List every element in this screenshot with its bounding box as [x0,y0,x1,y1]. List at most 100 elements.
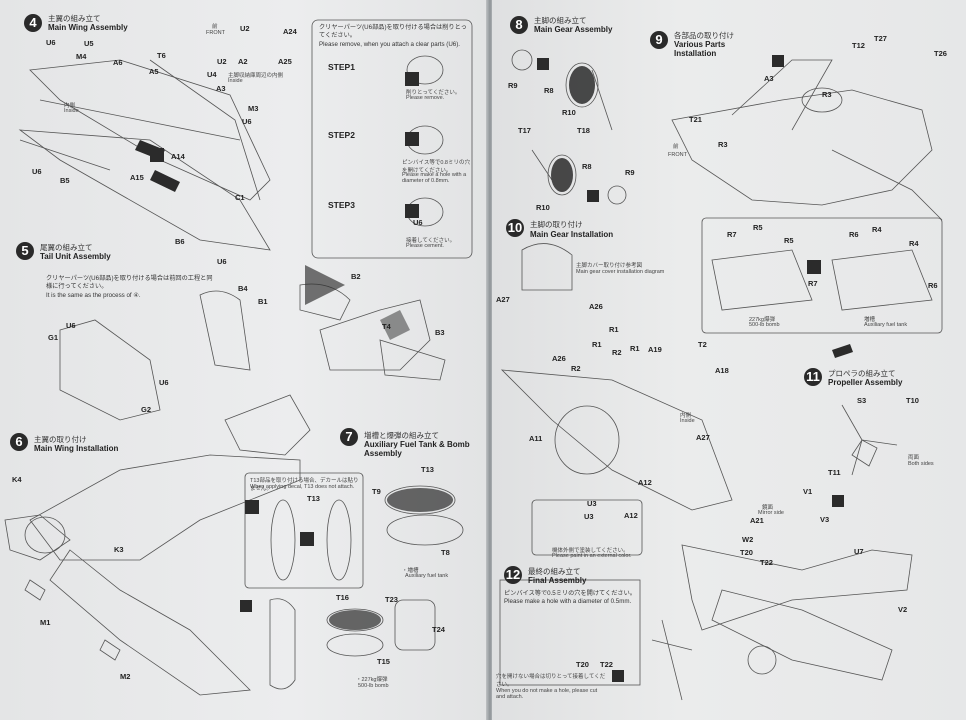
t13-note-jp: T13部品を取り付ける場合、デカールは貼りません。 [250,478,359,492]
part-label: A12 [624,511,638,520]
inside-label-jp: 内側 [680,413,692,419]
part-label: R7 [808,279,818,288]
part-label: M1 [40,618,51,627]
part-label: U4 [207,70,217,79]
part-label: T10 [906,396,919,405]
part-label: B5 [60,176,70,185]
part-label: A19 [648,345,662,354]
clear-step-3: STEP3 [328,200,355,210]
step-6-title-jp: 主翼の取り付け [34,435,87,444]
part-label: A14 [171,152,185,161]
part-label: B1 [258,297,268,306]
tank-label-jp: ・増槽 [402,568,419,574]
step-12-title-en: Final Assembly [528,576,587,585]
step-6-number: 6 [10,433,28,451]
part-label: R8 [544,86,554,95]
part-label: R2 [612,348,622,357]
gear-bay-note-en: Inside [228,78,243,84]
mirror-side-en: Mirror side [758,510,784,516]
clear-step-2-jp: ピンバイス等で0.8ミリの穴を開けてください。 [402,160,470,174]
part-label: T11 [828,468,841,477]
part-label: T4 [382,322,391,331]
part-label: R10 [536,203,550,212]
inside-label-en: Inside [680,418,695,424]
part-label: T24 [432,625,445,634]
step-6-title-en: Main Wing Installation [34,444,119,453]
gear-cover-ref-en: Main gear cover installation diagram [576,269,665,275]
mirror-side-jp: 鏡面 [762,505,774,511]
part-label: G2 [141,405,152,414]
step-8-title-en: Main Gear Assembly [534,25,613,34]
bomb-label-en: 500-lb bomb [749,322,780,328]
part-label: U3 [584,512,594,521]
part-label: A5 [149,67,159,76]
step-8-number: 8 [510,16,528,34]
part-label: M3 [248,104,259,113]
front-label-en: FRONT [206,30,225,36]
part-label: A12 [638,478,652,487]
gear-bay-note-jp: 主脚収納庫周辺の内側 [228,73,284,79]
part-label: R1 [630,344,640,353]
part-label: T15 [377,657,390,666]
part-label: B2 [351,272,361,281]
part-label: R9 [508,81,518,90]
part-label: R3 [822,90,832,99]
step-4-title-jp: 主翼の組み立て [48,14,101,23]
part-label: T17 [518,126,531,135]
page-fold [486,0,494,720]
step-11-title-jp: プロペラの組み立て [828,369,896,378]
tank-label-en: Auxiliary fuel tank [864,322,908,328]
step-5-title-en: Tail Unit Assembly [40,252,111,261]
part-label: T22 [760,558,773,567]
part-label: K4 [12,475,22,484]
part-label: A15 [130,173,144,182]
bomb-label-jp: ・227kg爆弾 [356,677,388,683]
clear-step-1-en: Please remove. [406,95,445,101]
left-line-drawings [4,19,473,696]
part-label: U6 [159,378,169,387]
step-5-note-jp: クリヤーパーツ(U6部品)を取り付ける場合は前回の工程と同様に行ってください。 [46,275,213,290]
clear-step-1-jp: 削りとってください。 [406,90,461,96]
front-label-en: FRONT [668,152,687,158]
front-label-jp: 前 [673,144,679,150]
part-label: R6 [849,230,859,239]
part-label: A11 [529,434,543,443]
step-9-title-en: Various Parts Installation [674,40,726,58]
part-label: A6 [113,58,123,67]
step-5-title-jp: 尾翼の組み立て [40,243,93,252]
part-label: R10 [562,108,576,117]
part-label: R3 [718,140,728,149]
part-label: V2 [898,605,908,614]
step-12-number: 12 [504,566,522,584]
part-label: A24 [283,27,297,36]
part-label: T6 [157,51,166,60]
part-label: A2 [238,57,248,66]
clear-step-2: STEP2 [328,130,355,140]
part-label: V1 [803,487,813,496]
step-7-title-en: Auxiliary Fuel Tank & Bomb Assembly [364,440,470,458]
clear-step-3-en: Please cement. [406,243,444,249]
part-label: A26 [552,354,566,363]
part-label: A25 [278,57,292,66]
part-label: T12 [852,41,865,50]
right-instruction-page: 8 主脚の組み立て Main Gear Assembly R9 R8 R10 T… [492,0,966,720]
part-label: T22 [600,660,613,669]
part-label: T13 [421,465,434,474]
step-12-note-en: Please make a hole with a diameter of 0.… [504,598,632,605]
step-10-title-jp: 主脚の取り付け [530,220,583,229]
right-line-drawings [499,49,943,701]
inside-label-en: Inside [64,108,79,114]
part-label: U2 [240,24,250,33]
both-sides-en: Both sides [908,461,934,467]
part-label: U6 [32,167,42,176]
step-10-title-en: Main Gear Installation [530,230,614,239]
step-12-note-jp: ピンバイス等で0.5ミリの穴を開けてください。 [504,590,636,597]
part-label: M4 [76,52,87,61]
tank-label-en: Auxiliary fuel tank [405,573,449,579]
no-hole-note-en: When you do not make a hole, please cut … [496,688,598,700]
part-label: A18 [715,366,729,375]
part-label: U6 [46,38,56,47]
part-label: C1 [235,193,245,202]
step-5-number: 5 [16,242,34,260]
part-label: R1 [609,325,619,334]
